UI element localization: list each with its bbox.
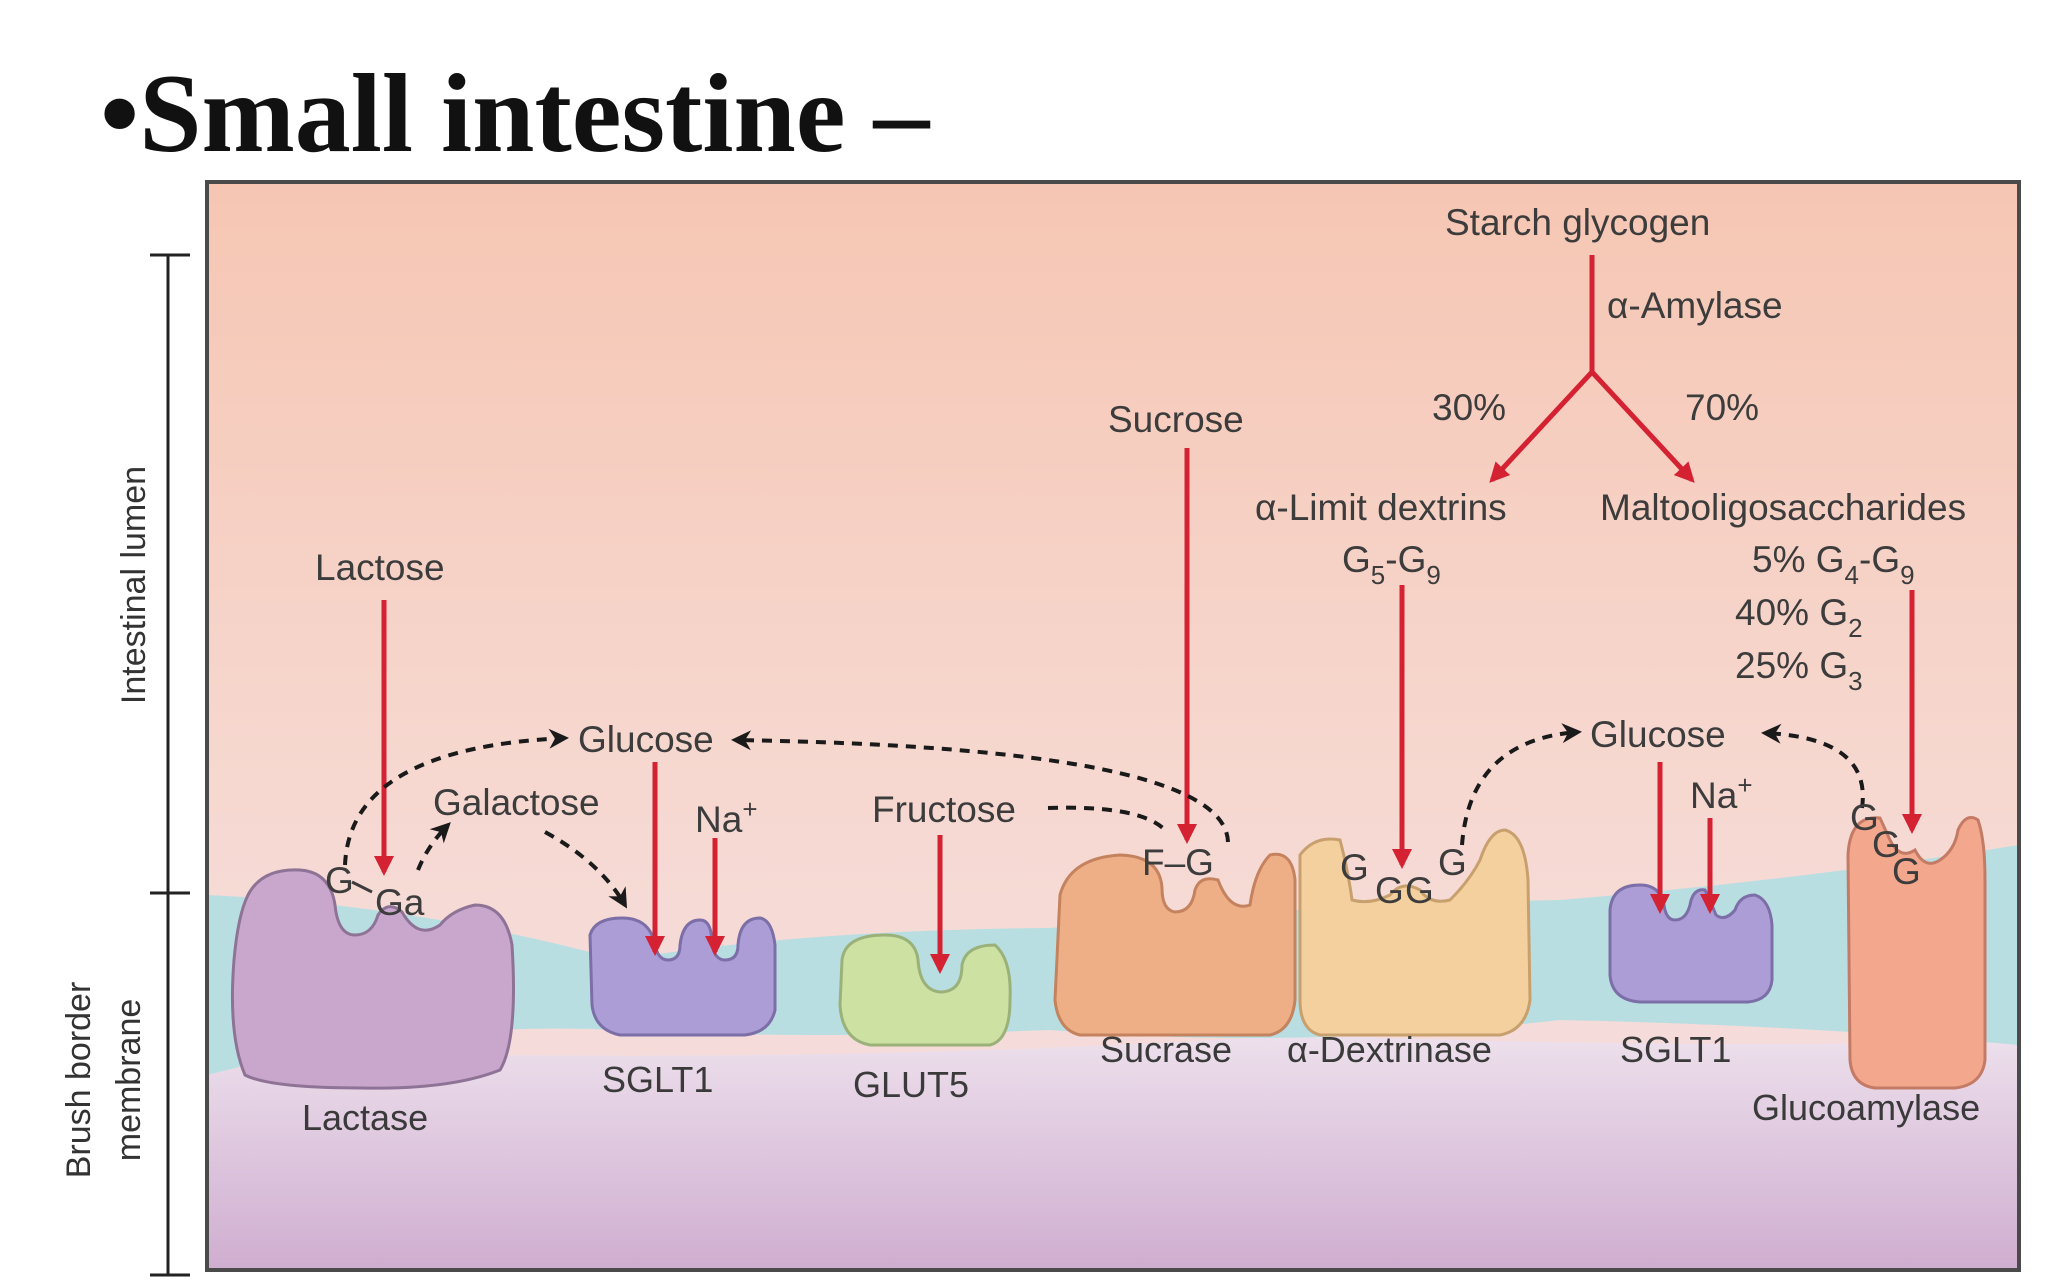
axis-label-brush-border: Brush border <box>60 982 98 1179</box>
sucrose-g-to-glucose-arrow <box>731 730 1230 843</box>
label-galactose: Galactose <box>433 782 600 823</box>
sglt1-left-transporter-shape <box>588 916 777 1037</box>
bound-lactose-ga: Ga <box>375 882 425 923</box>
label-lactase: Lactase <box>302 1097 428 1138</box>
label-30-percent: 30% <box>1432 387 1506 428</box>
dextrin-g-to-glucose-arrow <box>1460 723 1582 846</box>
label-starch-glycogen: Starch glycogen <box>1445 202 1710 243</box>
product-labels: Glucose Glucose Galactose Fructose Na+ N… <box>433 714 1753 840</box>
glucoamylase-enzyme-shape <box>1846 816 1987 1090</box>
fructose-to-sucrase-arrow <box>1047 805 1167 832</box>
label-sucrase: Sucrase <box>1100 1029 1232 1070</box>
ga-to-galactose-arrow <box>416 822 451 871</box>
label-alpha-limit-dextrins: α-Limit dextrins <box>1255 487 1507 528</box>
bound-gluco-g3: G <box>1892 851 1921 892</box>
cytoplasm-region <box>207 1035 2019 1270</box>
label-na-left: Na+ <box>695 794 758 840</box>
bound-gluco-g2: G <box>1872 824 1901 865</box>
substrate-labels: Starch glycogen α-Amylase 30% 70% α-Limi… <box>315 202 1966 696</box>
dextrinase-enzyme-shape <box>1298 828 1532 1037</box>
diagram-frame <box>205 180 2021 1272</box>
enzyme-labels: Lactase SGLT1 GLUT5 Sucrase α-Dextrinase… <box>302 1029 1980 1138</box>
label-glucoamylase: Glucoamylase <box>1752 1087 1980 1128</box>
label-sucrose: Sucrose <box>1108 399 1244 440</box>
glucoamylase-g-to-glucose-arrow <box>1761 723 1865 809</box>
label-na-right: Na+ <box>1690 770 1753 816</box>
label-g5-g9: G5-G9 <box>1342 539 1441 590</box>
label-sglt1-left: SGLT1 <box>602 1059 713 1100</box>
axis-label-intestinal-lumen: Intestinal lumen <box>115 466 153 704</box>
bound-gluco-g1: G <box>1850 797 1879 838</box>
slide-title: •Small intestine – <box>100 52 930 176</box>
label-malto-g2: 40% G2 <box>1735 592 1863 643</box>
label-glucose-left: Glucose <box>578 719 714 760</box>
bound-dextrin-g3: G <box>1405 870 1434 911</box>
bound-lactose-g: G <box>325 860 354 901</box>
label-glucose-right: Glucose <box>1590 714 1726 755</box>
label-lactose: Lactose <box>315 547 445 588</box>
bound-sucrose-fg: F–G <box>1142 842 1214 883</box>
sucrase-enzyme-shape <box>1053 852 1297 1037</box>
lactose-to-glucose-arrow <box>343 728 569 866</box>
left-axis <box>150 253 190 1277</box>
label-maltooligosaccharides: Maltooligosaccharides <box>1600 487 1966 528</box>
bound-substrate-labels: G Ga F–G G G G G G G G <box>325 797 1921 923</box>
label-glut5: GLUT5 <box>853 1064 969 1105</box>
sglt1-right-transporter-shape <box>1608 883 1774 1004</box>
label-70-percent: 70% <box>1685 387 1759 428</box>
label-alpha-dextrinase: α-Dextrinase <box>1287 1029 1492 1070</box>
label-fructose: Fructose <box>872 789 1016 830</box>
label-malto-g4-g9: 5% G4-G9 <box>1752 539 1915 590</box>
dashed-product-arrows <box>343 723 1865 909</box>
bound-dextrin-g1: G <box>1340 847 1369 888</box>
galactose-to-sglt1-arrow <box>544 830 628 909</box>
amylase-split-arrows <box>1489 255 1695 483</box>
lactase-enzyme-shape <box>230 868 515 1090</box>
axis-label-membrane: membrane <box>110 999 148 1162</box>
label-alpha-amylase: α-Amylase <box>1607 285 1783 326</box>
red-substrate-arrows <box>374 448 1922 974</box>
glut5-transporter-shape <box>838 933 1012 1047</box>
bound-dextrin-g4: G <box>1438 842 1467 883</box>
label-sglt1-right: SGLT1 <box>1620 1029 1731 1070</box>
label-malto-g3: 25% G3 <box>1735 645 1863 696</box>
bound-dextrin-g2: G <box>1375 870 1404 911</box>
